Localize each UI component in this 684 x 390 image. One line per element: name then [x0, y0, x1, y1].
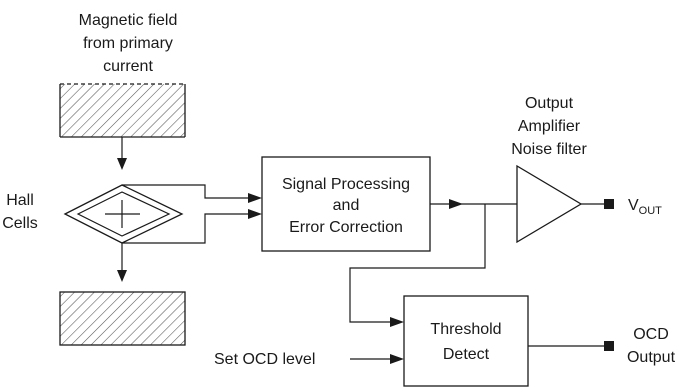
signal-to-amplifier-line [430, 199, 517, 209]
hall-output-connections [122, 184, 262, 244]
svg-text:current: current [103, 58, 153, 75]
svg-text:Amplifier: Amplifier [518, 118, 581, 135]
svg-text:Output: Output [525, 95, 574, 112]
ocd-output-label: OCD Output [627, 326, 676, 366]
svg-text:Set OCD level: Set OCD level [214, 351, 315, 368]
branch-to-threshold [349, 204, 486, 327]
ocd-output-pin [528, 341, 614, 351]
vout-label: VOUT [628, 197, 662, 217]
hall-cell-diamond [63, 184, 184, 244]
svg-text:Detect: Detect [443, 346, 490, 363]
vout-pin [581, 199, 614, 209]
output-amplifier-triangle [516, 164, 583, 244]
svg-text:Threshold: Threshold [430, 321, 501, 338]
svg-text:Output: Output [627, 349, 676, 366]
svg-text:from primary: from primary [83, 35, 173, 52]
field-arrow-out [117, 243, 127, 282]
primary-conductor-bottom [59, 291, 186, 346]
svg-text:Magnetic field: Magnetic field [79, 12, 178, 29]
hall-cells-label: Hall Cells [2, 192, 38, 232]
svg-text:Signal Processing: Signal Processing [282, 176, 410, 193]
svg-text:Error Correction: Error Correction [289, 219, 403, 236]
primary-conductor-top [59, 83, 186, 138]
field-arrow-in [117, 137, 127, 170]
set-ocd-level-input: Set OCD level [214, 351, 404, 368]
output-amplifier-label: Output Amplifier Noise filter [511, 95, 587, 158]
svg-text:Hall: Hall [6, 192, 34, 209]
svg-text:Noise filter: Noise filter [511, 141, 587, 158]
threshold-detect-block: Threshold Detect [403, 295, 529, 387]
svg-text:and: and [333, 197, 360, 214]
signal-processing-block: Signal Processing and Error Correction [261, 156, 431, 252]
svg-text:OCD: OCD [633, 326, 669, 343]
svg-text:Cells: Cells [2, 215, 38, 232]
magnetic-field-label: Magnetic field from primary current [79, 12, 178, 75]
